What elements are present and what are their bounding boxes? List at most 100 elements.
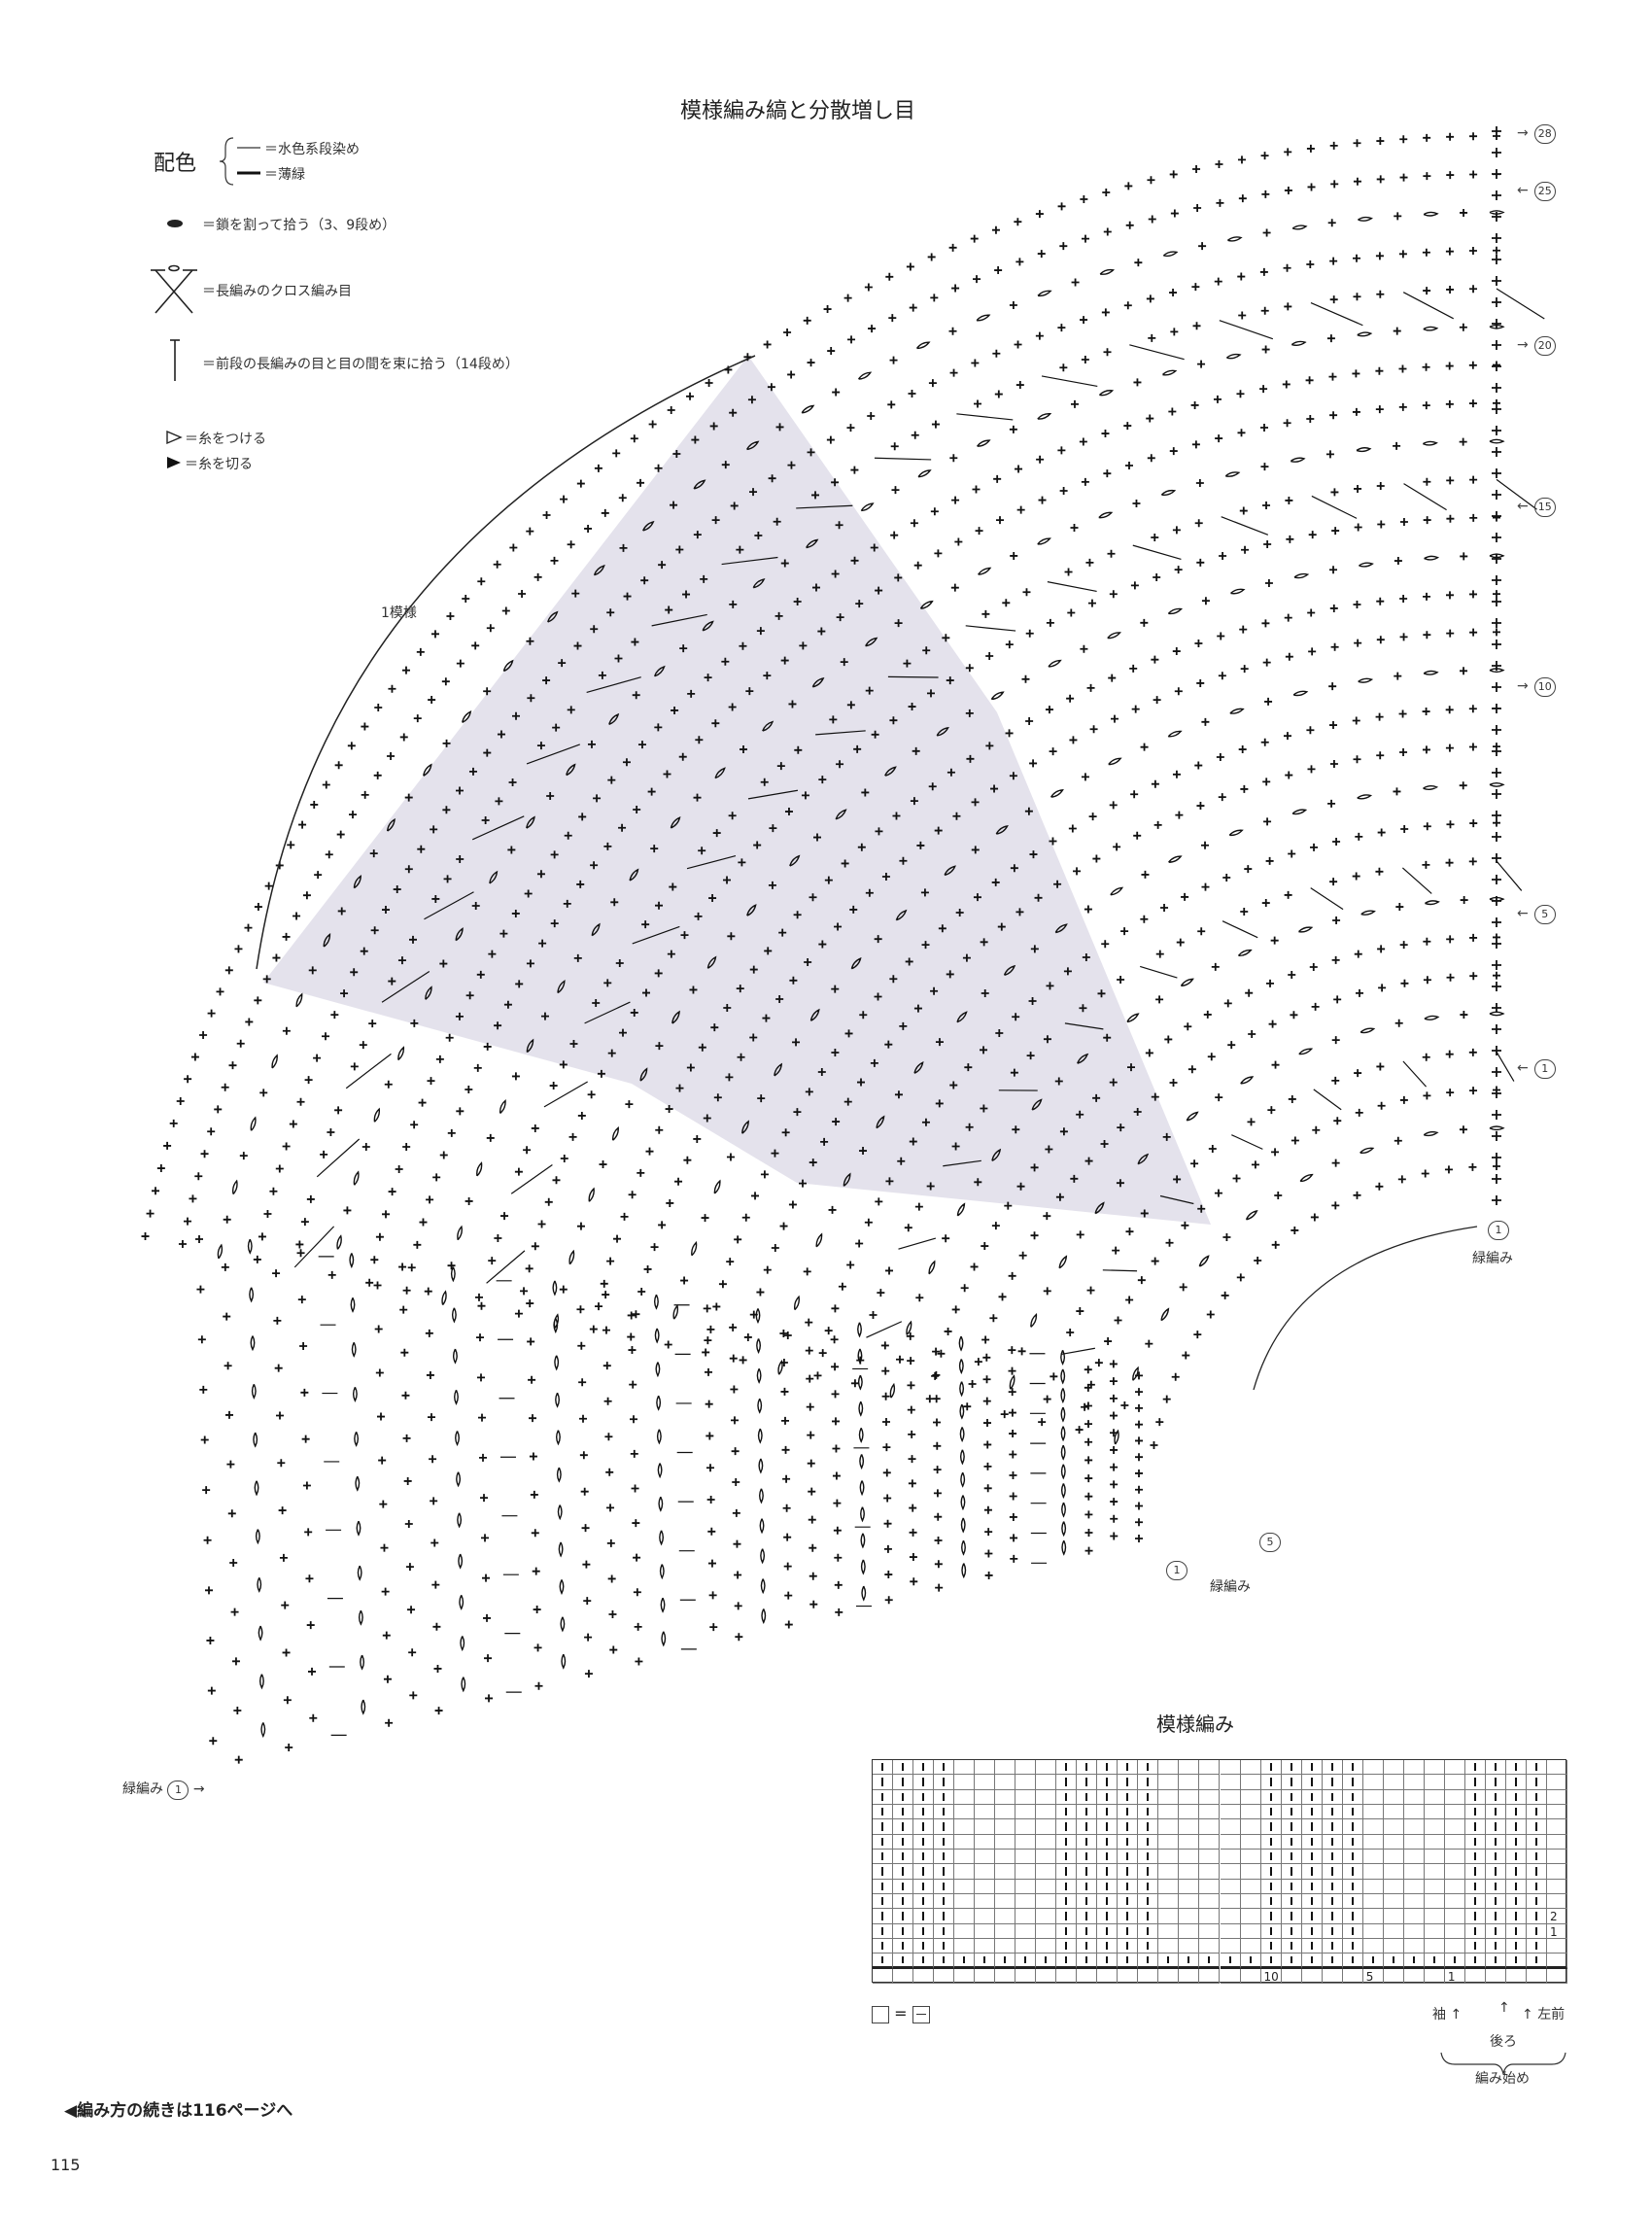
stitch-symbol — [1330, 1822, 1333, 1831]
chart-cell — [954, 1850, 976, 1865]
chart-cell — [1424, 1850, 1445, 1865]
row-number: 15 — [1533, 498, 1556, 517]
chart-cell — [1546, 1850, 1567, 1865]
stitch-symbol — [1534, 1851, 1537, 1861]
stitch-symbol — [1085, 1912, 1088, 1920]
stitch-symbol — [943, 1778, 946, 1786]
chart-cell — [1179, 1894, 1200, 1910]
chart-cell — [1158, 1909, 1180, 1924]
stitch-symbol — [1269, 1896, 1272, 1906]
brace — [1440, 2052, 1566, 2075]
stitch-symbol — [1147, 1867, 1150, 1876]
chart-cell — [1383, 1775, 1404, 1790]
stitch-symbol — [881, 1867, 883, 1876]
chart-cell — [1362, 1819, 1384, 1835]
chart-cell — [873, 1923, 894, 1939]
chart-cell — [1383, 1834, 1404, 1850]
chart-cell — [1097, 1819, 1119, 1835]
stitch-symbol — [1514, 1941, 1517, 1951]
stitch-symbol — [902, 1807, 905, 1816]
chart-cell — [1362, 1805, 1384, 1820]
chart-cell — [1097, 1894, 1119, 1910]
chart-cell — [873, 1894, 894, 1910]
chart-cell — [1240, 1850, 1261, 1865]
chart-cell — [1097, 1789, 1119, 1805]
chart-cell — [1505, 1954, 1527, 1969]
chart-cell — [1322, 1923, 1343, 1939]
chart-cell — [1362, 1864, 1384, 1880]
chart-cell — [1505, 1909, 1527, 1924]
stitch-symbol — [1106, 1762, 1109, 1772]
stitch-symbol — [1514, 1882, 1517, 1891]
chart-cell — [934, 1909, 955, 1924]
chart-cell — [1546, 1923, 1567, 1939]
row-marker: ←25 — [1511, 182, 1556, 201]
chart-cell — [893, 1894, 914, 1910]
stitch-symbol — [1534, 1807, 1537, 1816]
stitch-symbol — [922, 1867, 925, 1876]
stitch-symbol — [1534, 1912, 1537, 1920]
chart-cell — [1546, 1775, 1567, 1790]
row-number: 1 — [1549, 1924, 1558, 1939]
chart-cell — [1281, 1834, 1302, 1850]
stitch-symbol — [1085, 1762, 1088, 1772]
chart-cell — [995, 1819, 1016, 1835]
chart-cell — [954, 1879, 976, 1894]
chart-cell — [995, 1923, 1016, 1939]
stitch-symbol — [1534, 1837, 1537, 1847]
stitch-symbol — [1473, 1896, 1476, 1906]
chart-cell — [1199, 1789, 1221, 1805]
chart-cell — [913, 1850, 935, 1865]
stitch-symbol — [1534, 1822, 1537, 1831]
stitch-symbol — [1473, 1851, 1476, 1861]
stitch-symbol — [1412, 1955, 1415, 1964]
stitch-symbol — [1473, 1778, 1476, 1786]
chart-cell — [1240, 1968, 1261, 1984]
chart-cell — [1056, 1819, 1078, 1835]
chart-cell — [1424, 1923, 1445, 1939]
chart-cell — [1138, 1805, 1159, 1820]
stitch-symbol — [1290, 1778, 1292, 1786]
stitch-symbol — [1494, 1837, 1497, 1847]
chart-cell — [1301, 1894, 1323, 1910]
chart-cell — [1118, 1923, 1139, 1939]
chart-cell — [934, 1954, 955, 1969]
chart-cell — [1199, 1850, 1221, 1865]
chart-title: 模様編み — [1156, 1712, 1234, 1736]
chart-cell — [1015, 1834, 1037, 1850]
stitch-symbol — [1106, 1792, 1109, 1802]
chart-cell — [1077, 1909, 1098, 1924]
chart-cell — [1199, 1819, 1221, 1835]
chart-cell — [954, 1954, 976, 1969]
stitch-symbol — [1351, 1912, 1354, 1920]
stitch-symbol — [1269, 1778, 1272, 1786]
chart-cell — [1220, 1909, 1241, 1924]
stitch-symbol — [1351, 1778, 1354, 1786]
chart-cell — [1342, 1909, 1363, 1924]
chart-cell — [1220, 1894, 1241, 1910]
chart-cell — [1138, 1834, 1159, 1850]
chart-cell — [1301, 1805, 1323, 1820]
chart-cell — [995, 1894, 1016, 1910]
chart-cell — [1056, 1850, 1078, 1865]
chart-cell — [1342, 1968, 1363, 1984]
stitch-symbol — [1147, 1926, 1150, 1936]
row-marker: →20 — [1511, 336, 1556, 356]
chart-cell — [954, 1909, 976, 1924]
stitch-symbol — [1147, 1837, 1150, 1847]
chart-cell — [1138, 1760, 1159, 1776]
chart-cell — [1138, 1923, 1159, 1939]
chart-cell — [873, 1939, 894, 1954]
chart-cell — [1444, 1864, 1465, 1880]
chart-cell — [1342, 1805, 1363, 1820]
chart-cell — [1526, 1864, 1547, 1880]
chart-cell — [1158, 1864, 1180, 1880]
stitch-symbol — [1330, 1778, 1333, 1786]
symbol-legend-item: ＝長編みのクロス編み目 — [202, 284, 352, 299]
chart-cell — [975, 1864, 996, 1880]
chart-cell — [893, 1923, 914, 1939]
chart-cell — [1036, 1805, 1057, 1820]
chart-cell — [1077, 1939, 1098, 1954]
chart-cell — [1179, 1805, 1200, 1820]
